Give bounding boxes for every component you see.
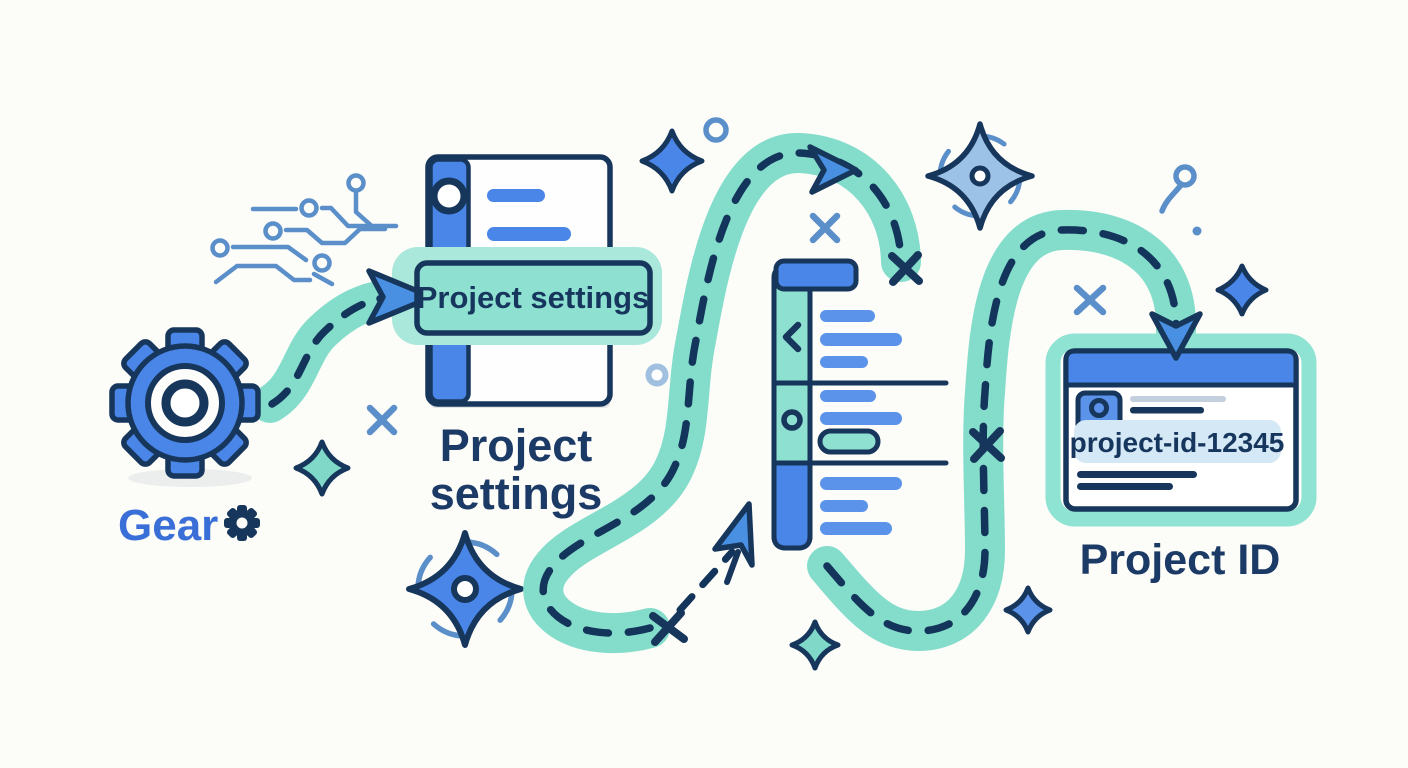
document-text-line	[487, 227, 571, 241]
pin-tail	[1159, 182, 1184, 214]
map-pin-icon	[1159, 164, 1202, 236]
project-settings-banner: Project settings	[414, 260, 653, 336]
sparkle-star-icon	[789, 619, 841, 671]
x-mark-icon	[366, 404, 398, 436]
x-arm	[651, 609, 685, 646]
record-circle-icon	[781, 409, 803, 431]
gear-hub	[161, 379, 209, 427]
panel-teal-pill	[817, 428, 881, 455]
list-line	[820, 477, 902, 490]
ring-icon	[703, 117, 729, 143]
list-line	[820, 390, 876, 402]
list-line	[820, 356, 868, 368]
card-text-line	[1130, 407, 1204, 414]
sparkle-star-icon	[293, 439, 351, 497]
caption-line-1: Project	[440, 420, 593, 471]
circuit-traces-icon	[210, 173, 399, 287]
settings-panel-icon	[771, 258, 949, 551]
project-id-caption: Project ID	[1080, 536, 1281, 584]
cursor-tail	[724, 549, 741, 585]
document-hole	[430, 177, 468, 215]
list-line	[820, 500, 868, 512]
project-settings-caption: Project settings	[430, 420, 603, 519]
gear-caption: Gear	[118, 501, 218, 550]
card-text-line	[1077, 471, 1197, 478]
pin-dot	[1192, 226, 1202, 236]
route-segment-arch-two	[807, 209, 1197, 652]
card-text-line	[1077, 483, 1173, 490]
compass-rose-icon	[406, 530, 524, 648]
x-arm	[970, 427, 1004, 463]
id-card-icon: project-id-12345	[1045, 333, 1317, 527]
gear-glyph-hub	[236, 517, 248, 529]
sparkle-star-icon	[639, 128, 705, 194]
compass-rose-icon	[925, 121, 1035, 231]
banner-label: Project settings	[417, 280, 650, 315]
panel-header-tab	[773, 258, 859, 292]
circuit-node	[263, 221, 283, 241]
circuit-line	[353, 188, 377, 231]
list-line	[820, 333, 902, 346]
circuit-node	[312, 253, 332, 273]
list-line	[820, 412, 902, 425]
pin-head	[1173, 164, 1197, 188]
chevron-left-icon	[782, 321, 802, 353]
list-line	[820, 522, 892, 535]
route-segment-dashed-spur	[676, 501, 755, 614]
x-arm	[889, 251, 922, 286]
arrowhead-icon	[1149, 311, 1203, 361]
x-arm	[1073, 284, 1107, 316]
caption-line-2: settings	[430, 468, 603, 519]
circuit-node	[210, 238, 230, 258]
cursor-arrow-icon	[712, 501, 755, 568]
arrowhead-icon	[807, 144, 859, 195]
gear-glyph-icon	[224, 505, 260, 541]
sparkle-star-icon	[1003, 585, 1053, 635]
bead-icon	[645, 363, 669, 387]
route-dashes	[676, 548, 736, 614]
x-arm	[366, 404, 398, 436]
banner-box	[414, 260, 653, 336]
circuit-line	[311, 271, 335, 287]
circuit-node	[299, 198, 319, 218]
panel-sidebar-bottom	[771, 460, 813, 551]
x-mark-icon	[888, 251, 923, 286]
panel-list-lines	[820, 310, 902, 535]
route-dashes	[823, 226, 1180, 635]
compass-center	[451, 575, 479, 603]
sparkle-star-icon	[1215, 263, 1269, 317]
document-text-line	[487, 189, 545, 202]
route-dashes	[268, 293, 396, 408]
circuit-line	[213, 263, 313, 285]
circuit-node	[346, 173, 366, 193]
x-mark-icon	[649, 609, 688, 646]
compass-center	[969, 165, 991, 187]
cursor-arrow-icon	[366, 268, 435, 326]
route-segment-gear-to-banner	[251, 278, 417, 423]
card-header	[1063, 348, 1299, 388]
gear-caption-group: Gear	[118, 501, 260, 550]
list-line	[820, 310, 875, 322]
project-id-value: project-id-12345	[1070, 427, 1285, 458]
project-id-chip	[1074, 420, 1281, 463]
card-text-line	[1130, 396, 1226, 402]
avatar-head	[1089, 398, 1109, 418]
x-arm	[809, 212, 841, 244]
x-mark-icon	[969, 427, 1005, 463]
x-mark-icon	[809, 212, 841, 244]
circuit-line	[230, 244, 309, 263]
x-mark-icon	[1073, 284, 1107, 316]
route-segment-arch-one	[523, 133, 923, 653]
gear-icon	[109, 327, 261, 487]
circuit-line	[283, 226, 388, 246]
